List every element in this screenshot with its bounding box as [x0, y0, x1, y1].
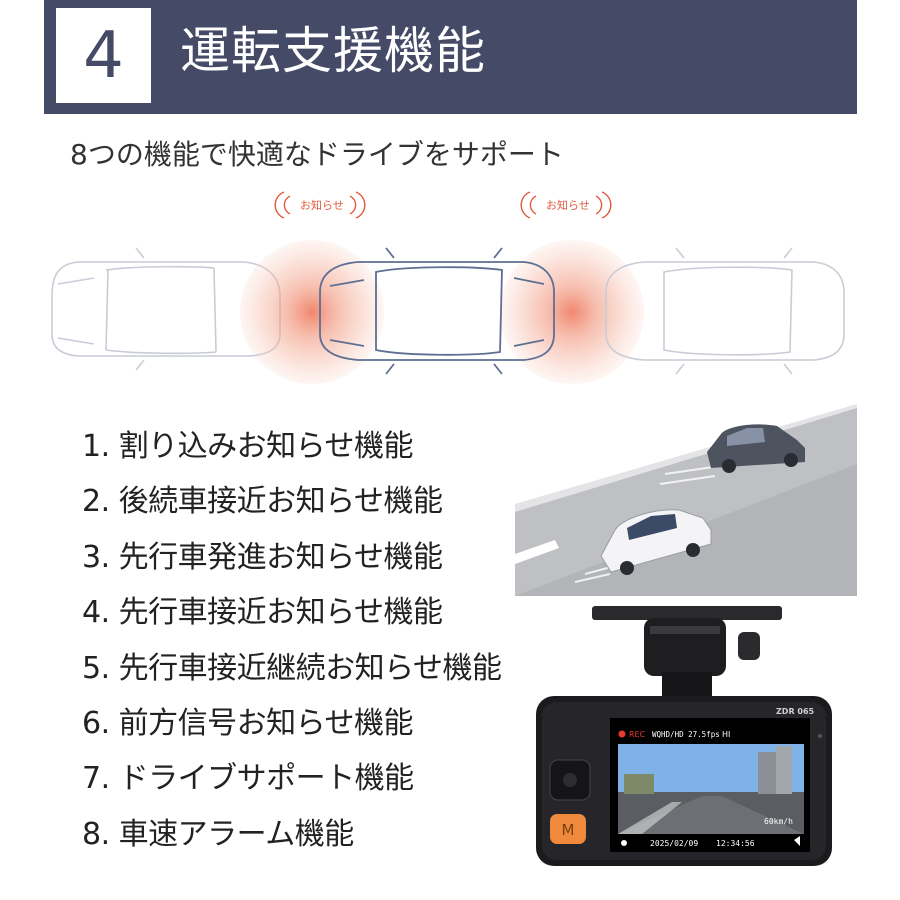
feature-item: 8. 車速アラーム機能 [82, 816, 354, 852]
time-readout: 12:34:56 [716, 839, 755, 848]
feature-item: 2. 後続車接近お知らせ機能 [82, 484, 443, 520]
m-button-label: M [562, 821, 575, 839]
section-number: 4 [83, 18, 124, 93]
alert-zone-right [500, 240, 644, 384]
feature-item: 3. 先行車発進お知らせ機能 [82, 539, 443, 575]
front-car-icon [605, 247, 845, 375]
notice-badge-left: お知らせ [274, 191, 366, 219]
alert-zone-left [240, 240, 384, 384]
m-button[interactable] [550, 814, 586, 844]
section-subtitle: 8つの機能で快適なドライブをサポート [70, 138, 564, 171]
section-number-box: 4 [56, 8, 151, 103]
date-readout: 2025/02/09 [650, 839, 698, 848]
feature-item: 6. 前方信号お知らせ機能 [82, 705, 414, 741]
feature-item: 4. 先行車接近お知らせ機能 [82, 595, 443, 631]
rec-indicator-icon [618, 730, 626, 738]
notice-badge-right: お知らせ [520, 191, 612, 219]
microphone-icon [621, 840, 627, 846]
resolution-label: WQHD/HD 27.5fps [652, 730, 720, 739]
feature-list: 1. 割り込みお知らせ機能 2. 後続車接近お知らせ機能 3. 先行車発進お知ら… [82, 424, 502, 867]
feature-item: 7. ドライブサポート機能 [82, 761, 414, 797]
feature-item: 5. 先行車接近継続お知らせ機能 [82, 650, 502, 686]
own-car-icon [319, 247, 555, 375]
speaker-icon [794, 836, 800, 846]
section-header [44, 0, 857, 114]
speed-readout: 60km/h [764, 817, 793, 826]
cut-in-road-illustration [515, 404, 857, 596]
car-proximity-illustration: お知らせ お知らせ [51, 191, 845, 384]
section-title: 運転支援機能 [180, 22, 486, 80]
model-label: ZDR 065 [776, 707, 815, 716]
svg-text:お知らせ: お知らせ [300, 198, 344, 212]
rec-label: REC [629, 730, 646, 739]
cut-in-car-icon [707, 424, 805, 473]
feature-item: 1. 割り込みお知らせ機能 [82, 429, 414, 464]
svg-text:お知らせ: お知らせ [546, 198, 590, 212]
quality-label: HI [722, 730, 730, 739]
dashcam-device: M REC WQHD/HD 27.5fps HI ZDR 065 60km/h … [536, 606, 832, 866]
own-car-icon [600, 509, 712, 575]
